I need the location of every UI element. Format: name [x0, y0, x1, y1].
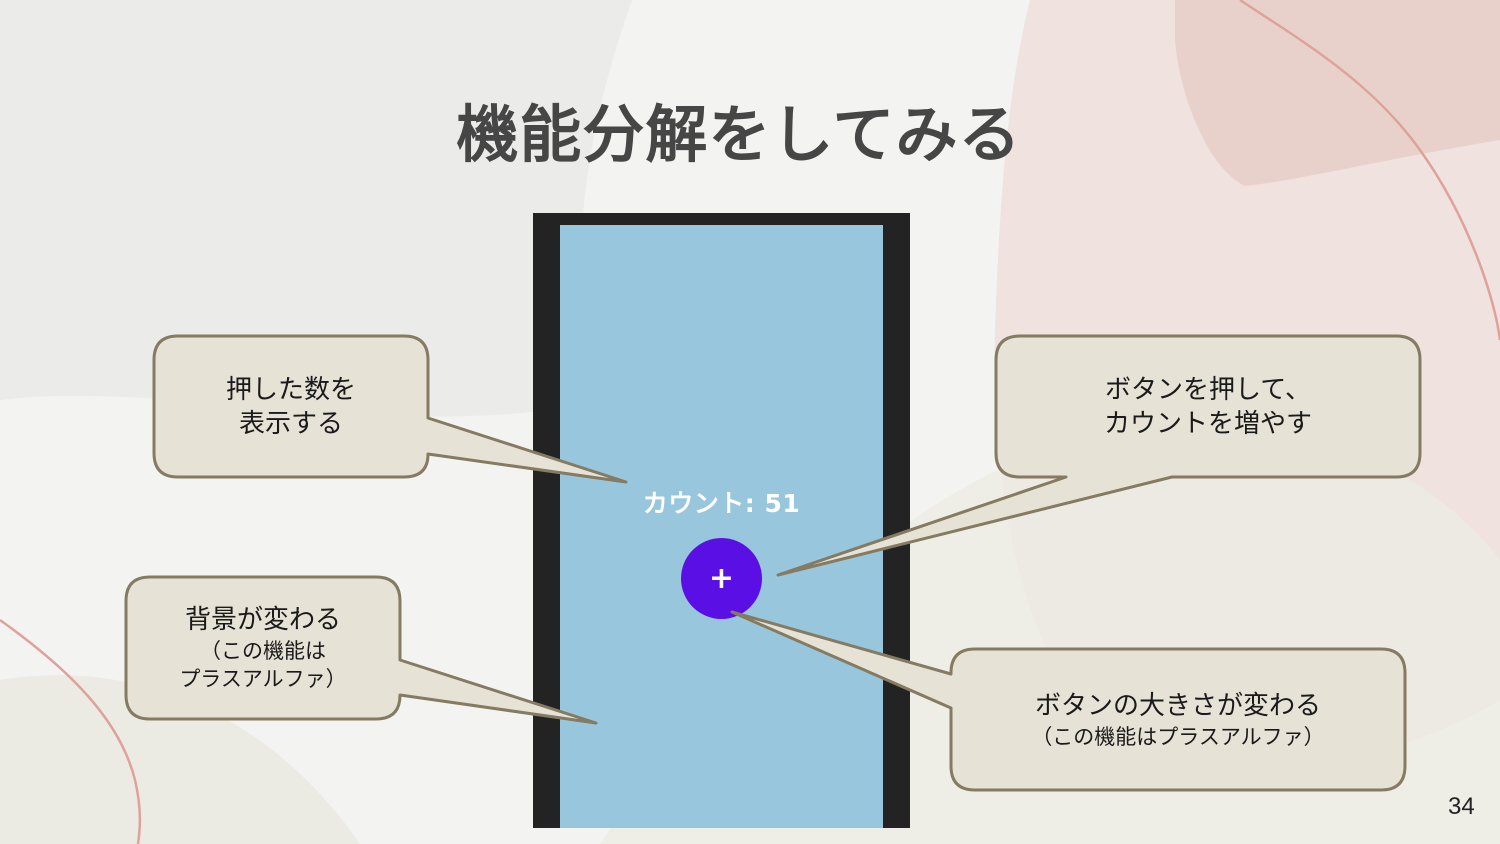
callout-display-count-shape — [152, 334, 628, 484]
plus-icon: + — [708, 560, 735, 596]
callout-increment-count-shape — [776, 334, 1422, 577]
callout-button-size-change: ボタンの大きさが変わる （この機能はプラスアルファ） — [951, 649, 1405, 790]
callout-subline: （この機能は — [200, 639, 326, 663]
callout-subline: プラスアルファ） — [179, 667, 347, 691]
count-label: カウント: 51 — [642, 489, 801, 518]
callout-background-change-shape — [124, 575, 598, 725]
callout-increment-count: ボタンを押して、 カウントを増やす — [996, 336, 1420, 477]
callout-subline: （この機能はプラスアルファ） — [1031, 724, 1325, 749]
callout-button-size-change-shape — [730, 610, 1407, 792]
page-number: 34 — [1448, 793, 1475, 820]
callout-line: カウントを増やす — [1103, 408, 1312, 439]
increment-button[interactable]: + — [681, 538, 762, 619]
slide-title: 機能分解をしてみる — [456, 98, 1022, 171]
phone-mockup-frame: カウント: 51 + — [533, 213, 910, 828]
callout-background-change: 背景が変わる （この機能は プラスアルファ） — [126, 577, 400, 719]
callout-line: 背景が変わる — [184, 605, 341, 635]
callout-line: 押した数を — [225, 374, 356, 405]
callout-line: 表示する — [238, 408, 343, 439]
callout-display-count: 押した数を 表示する — [154, 336, 428, 477]
callout-line: ボタンの大きさが変わる — [1034, 690, 1321, 721]
phone-screen: カウント: 51 + — [560, 225, 883, 828]
callout-line: ボタンを押して、 — [1105, 374, 1311, 405]
